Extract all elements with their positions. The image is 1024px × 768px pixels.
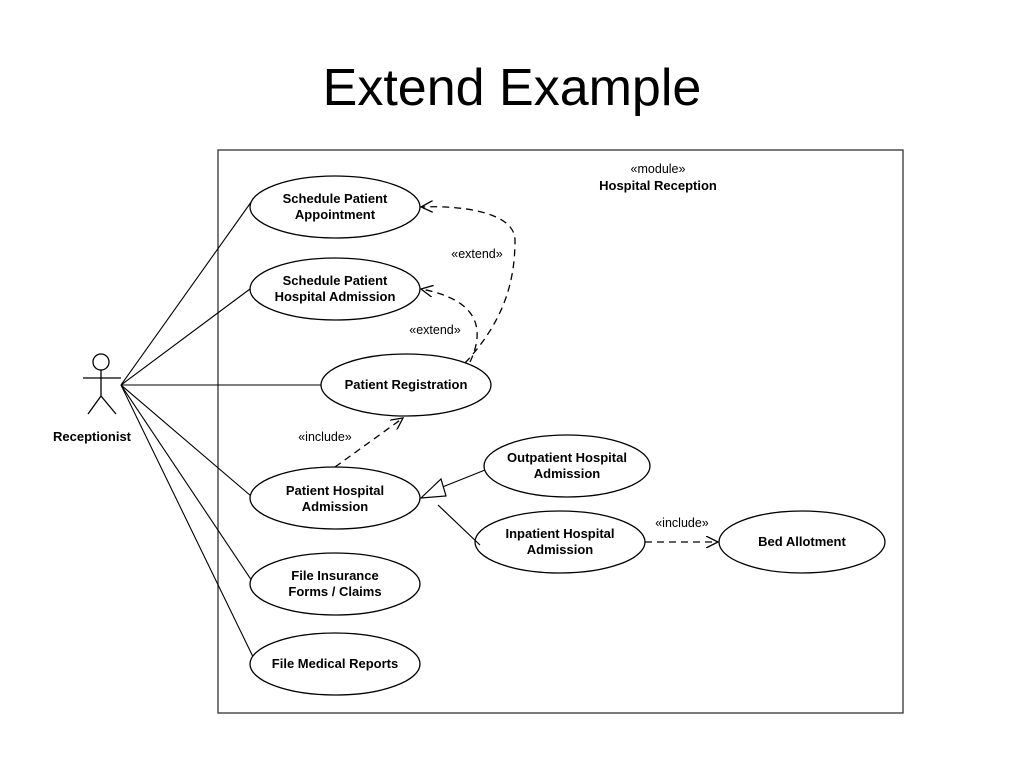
extend-label-admission: «extend» (409, 323, 460, 337)
use-case-label: Schedule Patient (283, 191, 388, 206)
use-case-outpatient-admission[interactable]: Outpatient Hospital Admission (483, 434, 651, 498)
use-case-file-medical[interactable]: File Medical Reports (249, 632, 421, 696)
use-case-label: File Insurance (291, 568, 378, 583)
extend-arrow-admission (421, 289, 478, 363)
use-case-inpatient-admission[interactable]: Inpatient Hospital Admission (474, 510, 646, 574)
module-stereotype: «module» (631, 162, 686, 176)
use-case-label: Admission (527, 542, 594, 557)
module-name: Hospital Reception (599, 178, 717, 193)
system-boundary (217, 149, 904, 714)
use-case-label: File Medical Reports (272, 656, 398, 671)
use-case-label: Forms / Claims (288, 584, 381, 599)
use-case-patient-registration[interactable]: Patient Registration (320, 353, 492, 417)
slide-title: Extend Example (322, 59, 702, 117)
extend-label-appointment: «extend» (451, 247, 502, 261)
include-arrow-registration (334, 418, 403, 468)
use-case-label: Inpatient Hospital (505, 526, 614, 541)
use-case-schedule-appointment[interactable]: Schedule Patient Appointment (249, 175, 421, 239)
extend-arrow-appointment (421, 207, 516, 364)
use-case-label: Appointment (295, 207, 376, 222)
actor-associations (120, 197, 321, 664)
use-case-label: Patient Hospital (286, 483, 384, 498)
generalization-arrows (419, 469, 486, 546)
use-case-label: Bed Allotment (758, 534, 846, 549)
use-case-label: Outpatient Hospital (507, 450, 627, 465)
use-case-patient-admission[interactable]: Patient Hospital Admission (249, 466, 421, 530)
include-label-bed: «include» (655, 516, 709, 530)
use-case-label: Admission (302, 499, 369, 514)
use-case-label: Admission (534, 466, 601, 481)
use-case-schedule-admission[interactable]: Schedule Patient Hospital Admission (249, 257, 421, 321)
actor-label: Receptionist (53, 429, 132, 444)
stick-figure-icon (83, 353, 121, 415)
use-case-label: Schedule Patient (283, 273, 388, 288)
use-case-label: Patient Registration (345, 377, 468, 392)
include-label-registration: «include» (298, 430, 352, 444)
use-case-label: Hospital Admission (275, 289, 396, 304)
use-case-bed-allotment[interactable]: Bed Allotment (718, 510, 886, 574)
use-case-file-insurance[interactable]: File Insurance Forms / Claims (249, 552, 421, 616)
